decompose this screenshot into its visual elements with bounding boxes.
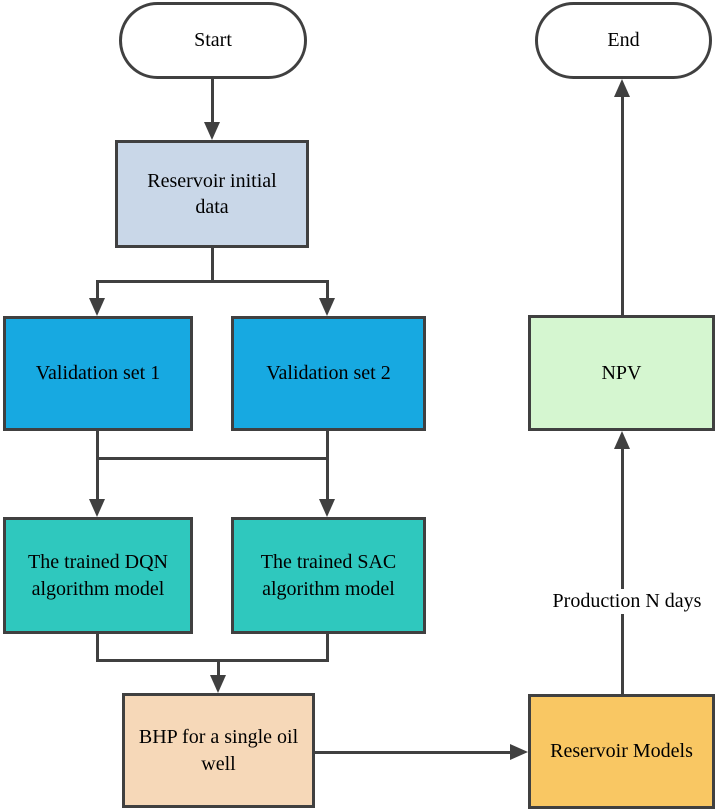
edge-bhp-to-reservoir-models-arrowhead-icon [510, 744, 528, 760]
dqn-model-box: The trained DQN algorithm model [3, 517, 193, 634]
end-terminal-label: End [607, 29, 640, 52]
edge-validation-1-to-dqn-arrowhead-icon [89, 499, 105, 517]
sac-model-label: The trained SAC algorithm model [260, 551, 397, 600]
edge-reservoir-split-horizontal-line [96, 280, 329, 283]
edge-merge-horizontal-line [96, 659, 329, 662]
edge-validation-1-to-dqn-line [96, 431, 99, 501]
edge-merge-to-bhp-arrowhead-icon [210, 675, 226, 693]
edge-merge-to-bhp-line [217, 659, 220, 677]
edge-npv-to-end-arrowhead-icon [614, 79, 630, 97]
start-terminal-label: Start [194, 29, 232, 52]
edge-start-to-reservoir-line [211, 79, 214, 124]
dqn-model-label: The trained DQN algorithm model [28, 551, 168, 600]
edge-reservoir-models-to-npv-arrowhead-icon [614, 431, 630, 449]
edge-to-validation-1-arrowhead-icon [89, 298, 105, 316]
edge-npv-to-end-line [621, 95, 624, 315]
end-terminal: End [535, 2, 712, 79]
reservoir-models-box: Reservoir Models [528, 694, 715, 809]
edge-dqn-merge-line [96, 634, 99, 662]
start-terminal: Start [119, 2, 307, 79]
edge-validation-2-to-sac-arrowhead-icon [319, 499, 335, 517]
reservoir-initial-data-label: Reservoir initial data [147, 169, 277, 218]
validation-set-2-label: Validation set 2 [266, 362, 391, 385]
validation-set-1-label: Validation set 1 [35, 362, 161, 385]
edge-label-production-n-days: Production N days [546, 589, 708, 614]
edge-bhp-to-reservoir-models-line [315, 751, 512, 754]
edge-sac-merge-line [326, 634, 329, 662]
validation-set-2-box: Validation set 2 [231, 316, 426, 431]
edge-reservoir-split-stem-line [211, 248, 214, 283]
validation-set-1-box: Validation set 1 [3, 316, 193, 431]
edge-to-validation-2-arrowhead-icon [319, 298, 335, 316]
bhp-box: BHP for a single oil well [122, 693, 315, 808]
edge-reservoir-models-to-npv-line [621, 447, 624, 694]
npv-box: NPV [528, 315, 715, 431]
edge-to-validation-1-line [96, 280, 99, 300]
npv-label: NPV [601, 361, 642, 384]
edge-validation-2-to-sac-line [326, 431, 329, 501]
reservoir-initial-data-box: Reservoir initial data [115, 140, 309, 248]
bhp-label: BHP for a single oil well [138, 726, 299, 775]
sac-model-box: The trained SAC algorithm model [231, 517, 426, 634]
edge-to-validation-2-line [326, 280, 329, 300]
reservoir-models-label: Reservoir Models [550, 740, 693, 763]
edge-start-to-reservoir-arrowhead-icon [204, 122, 220, 140]
edge-validation-cross-link-line [96, 457, 329, 460]
